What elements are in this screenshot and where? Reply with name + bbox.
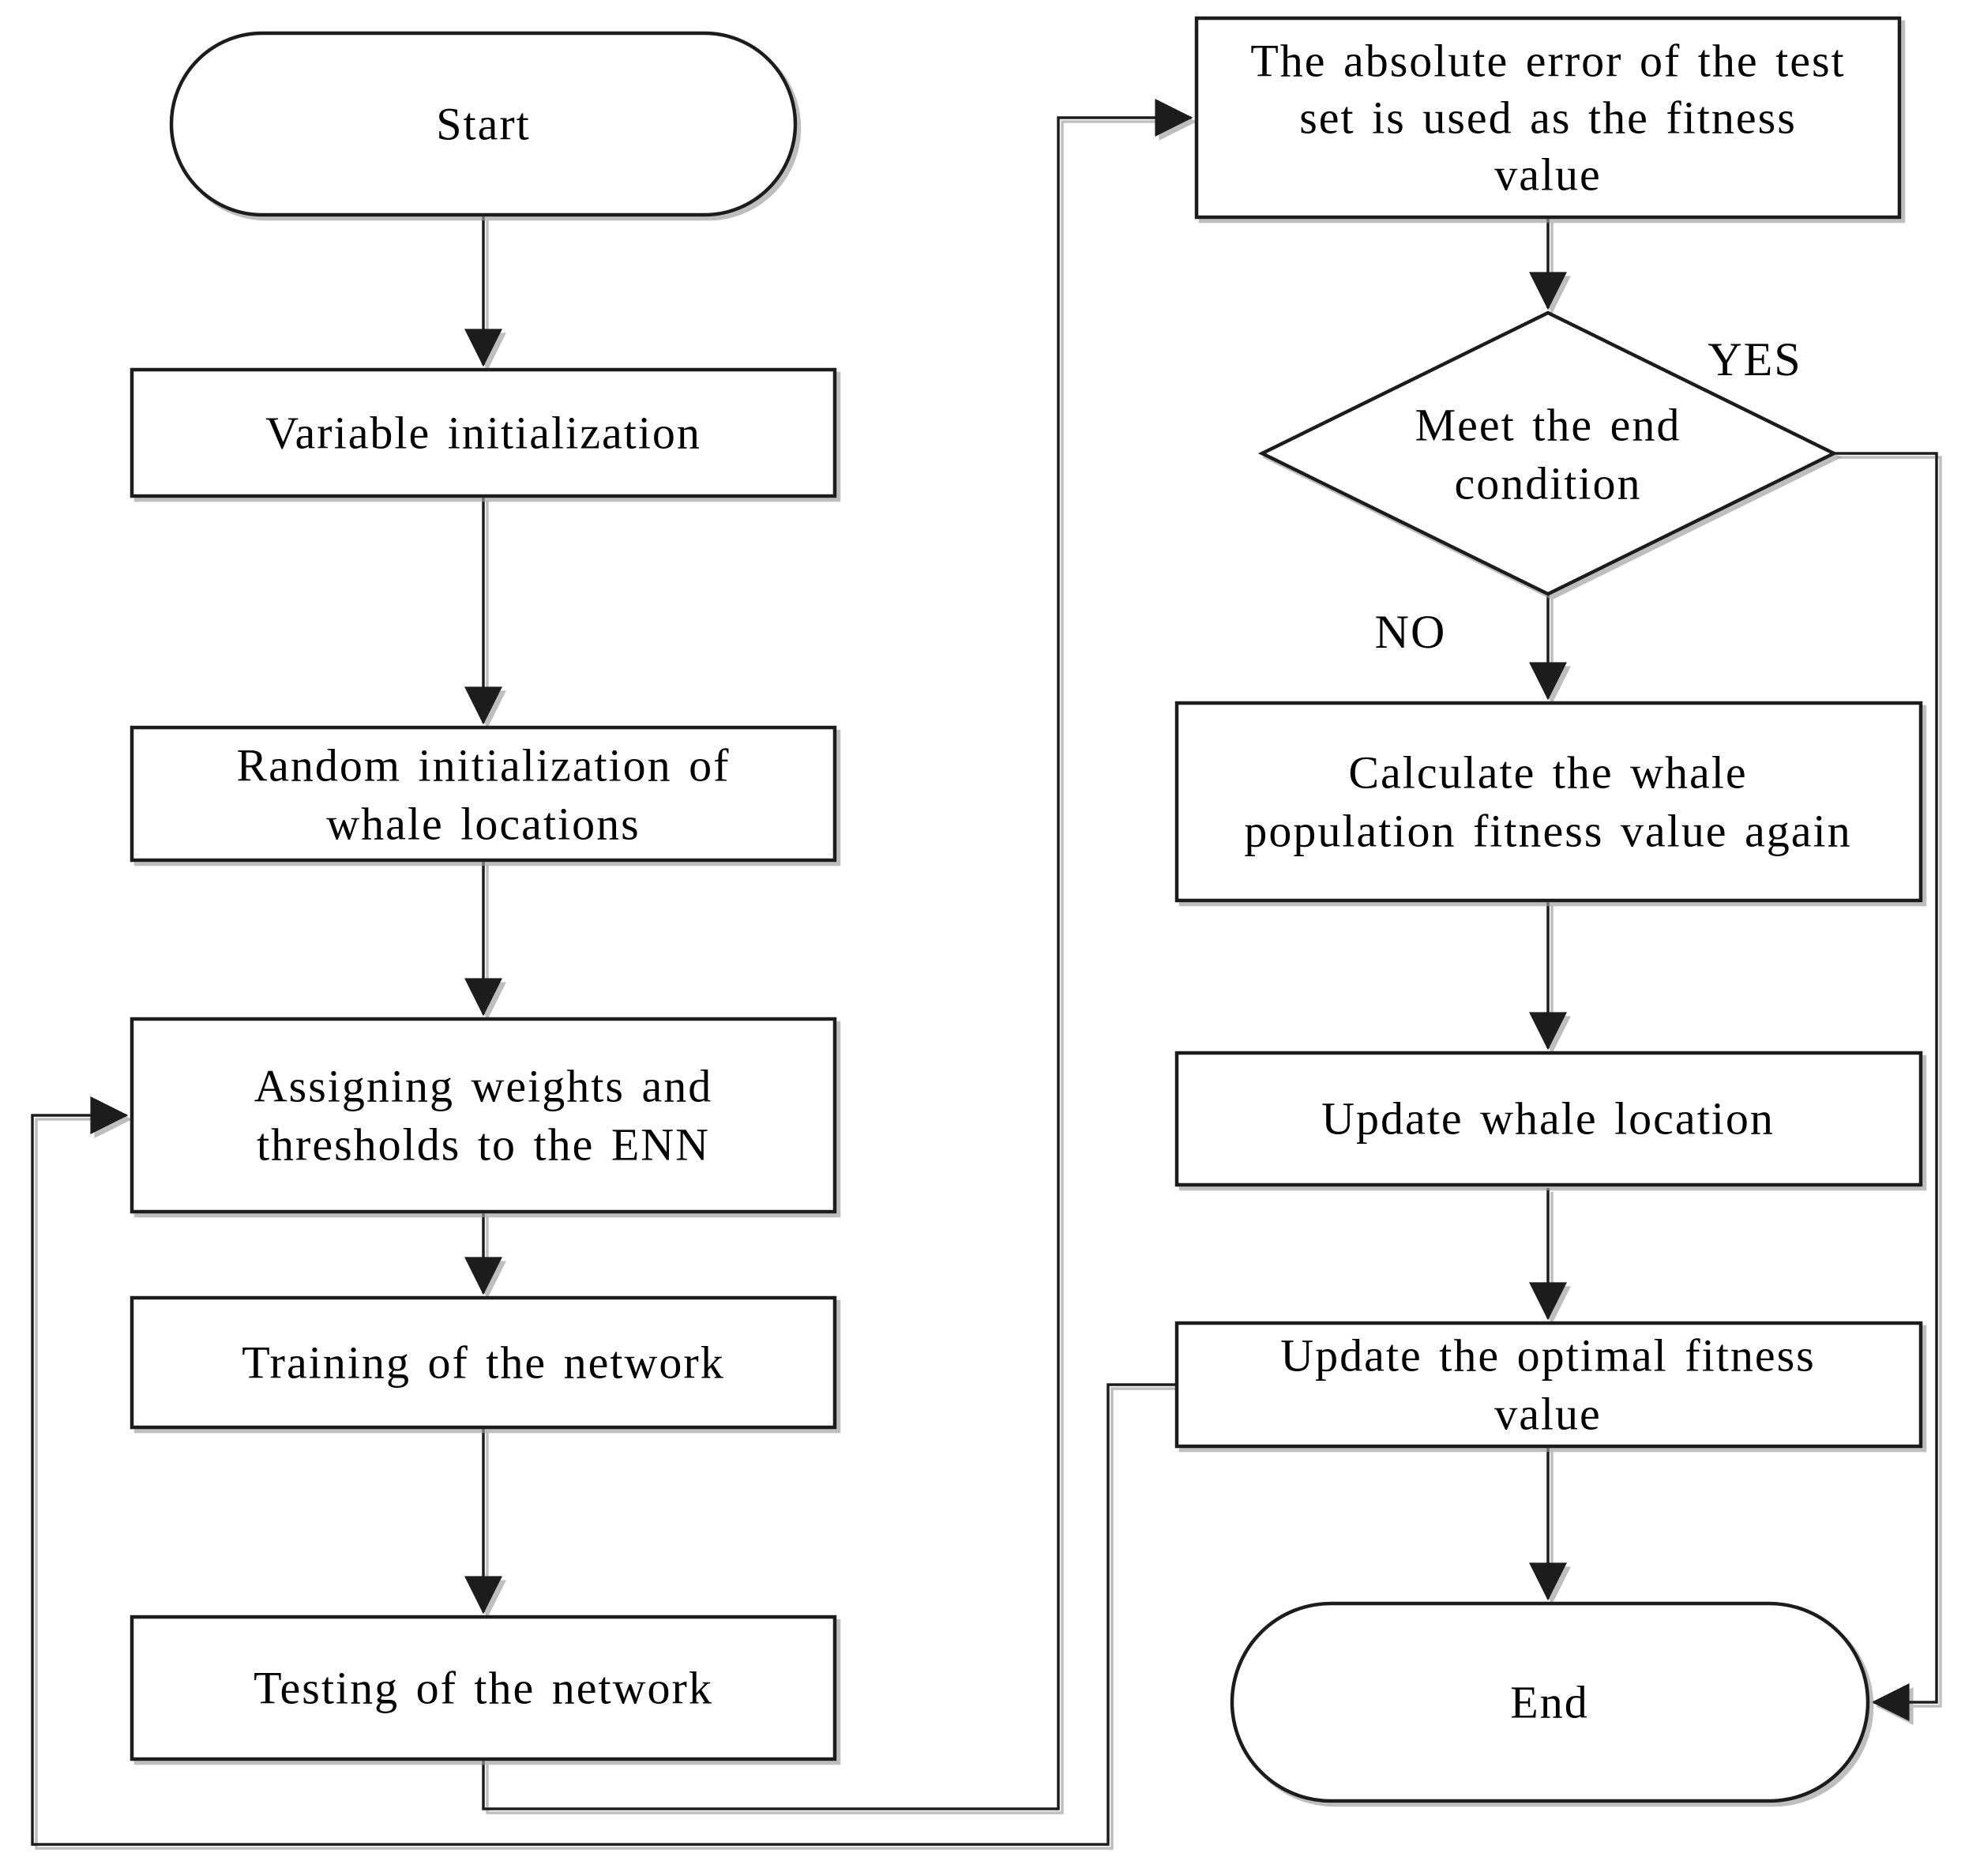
testing-label: Testing of the network [254, 1663, 713, 1714]
training-shape [130, 1295, 837, 1430]
end-condition-label-line-1: Meet the end [1415, 400, 1681, 451]
start-shape [169, 31, 798, 217]
end-condition-label-line-2: condition [1454, 458, 1641, 509]
start-label: Start [436, 99, 531, 150]
random-init-label-line-1: Random initialization of [236, 740, 730, 791]
update-whale-shape [1174, 1051, 1923, 1187]
calc-fitness-shape [1174, 701, 1923, 903]
update-whale-label: Update whale location [1321, 1093, 1775, 1145]
node-assign-weights: Assigning weights and thresholds to the … [130, 1017, 837, 1214]
node-end: End [1230, 1601, 1870, 1803]
random-init-label-line-2: whale locations [326, 799, 640, 850]
variable-init-label: Variable initialization [265, 408, 701, 459]
node-variable-init: Variable initialization [130, 367, 837, 498]
edge-update-optimal-feedback-to-assign-weights [31, 1096, 1177, 1846]
end-shape [1230, 1601, 1870, 1803]
no-branch-label: NO [1375, 606, 1447, 658]
abs-error-shape [1194, 16, 1902, 220]
variable-init-shape [130, 367, 837, 498]
edge-testing-to-abs-error [482, 99, 1193, 1810]
node-abs-error: The absolute error of the test set is us… [1194, 16, 1902, 220]
calc-fitness-label-line-1: Calculate the whale [1348, 747, 1747, 799]
abs-error-label-line-1: The absolute error of the test [1250, 36, 1845, 87]
update-optimal-label-line-2: value [1494, 1389, 1602, 1440]
training-label: Training of the network [242, 1337, 724, 1389]
edges [31, 99, 1938, 1846]
end-condition-shape [1257, 310, 1839, 596]
assign-weights-label-line-2: thresholds to the ENN [257, 1119, 710, 1171]
node-calc-fitness: Calculate the whale population fitness v… [1174, 701, 1923, 903]
update-optimal-shape [1174, 1321, 1923, 1449]
node-random-init: Random initialization of whale locations [130, 725, 837, 863]
node-training: Training of the network [130, 1295, 837, 1430]
testing-shape [130, 1615, 837, 1761]
calc-fitness-label-line-2: population fitness value again [1244, 806, 1851, 857]
node-testing: Testing of the network [130, 1615, 837, 1761]
update-optimal-label-line-1: Update the optimal fitness [1280, 1330, 1815, 1382]
node-end-condition: Meet the end condition [1257, 310, 1839, 596]
abs-error-label-line-2: set is used as the fitness [1299, 92, 1797, 144]
assign-weights-label-line-1: Assigning weights and [254, 1061, 712, 1112]
yes-branch-label: YES [1708, 333, 1802, 385]
abs-error-label-line-3: value [1494, 149, 1602, 201]
edge-end-condition-yes-to-end [1834, 452, 1938, 1721]
random-init-shape [130, 725, 837, 863]
end-label: End [1510, 1677, 1588, 1728]
node-update-whale: Update whale location [1174, 1051, 1923, 1187]
node-update-optimal: Update the optimal fitness value [1174, 1321, 1923, 1449]
node-start: Start [169, 31, 798, 217]
assign-weights-shape [130, 1017, 837, 1214]
